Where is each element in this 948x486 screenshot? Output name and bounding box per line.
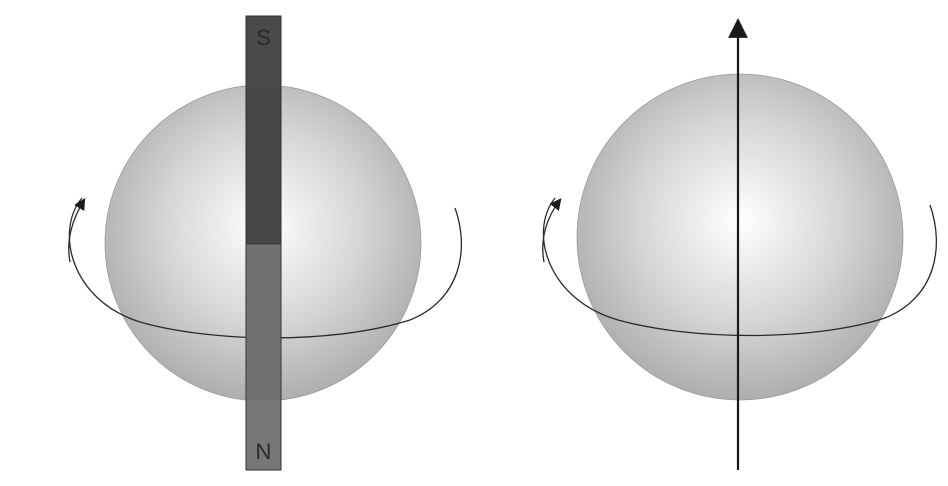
magnet-south-label: S — [256, 25, 271, 50]
bar-magnet: S N — [245, 15, 282, 471]
magnet-north-label: N — [256, 439, 272, 464]
magnet-north-half — [245, 243, 282, 471]
right-panel — [542, 18, 937, 470]
right-sphere — [576, 73, 904, 401]
right-rotation-arrow-icon — [542, 197, 937, 337]
magnet-south-half — [245, 15, 282, 245]
left-panel: S N — [68, 15, 462, 471]
